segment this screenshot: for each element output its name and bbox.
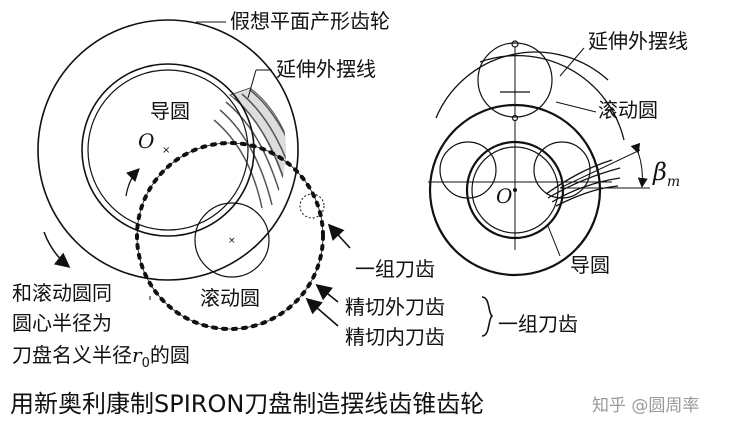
outer-arc	[435, 51, 609, 119]
arrow-inner-blade	[305, 297, 339, 327]
right-epicycloid-hatch	[545, 159, 621, 207]
label-center-o-right: O	[496, 184, 512, 208]
beta-symbol: β	[652, 158, 667, 186]
left-diagram: × ×	[37, 19, 494, 337]
center-dot-right	[513, 188, 517, 192]
rolling-circle	[194, 202, 270, 278]
label-center-o-left: O	[138, 129, 154, 153]
label-guide-circle-right: 导圆	[570, 253, 610, 277]
note-line-3-prefix: 刀盘名义半径	[12, 343, 132, 367]
label-outer-blade: 精切外刀齿	[345, 295, 445, 319]
leader-guide-right	[547, 225, 561, 257]
rolling-circle-center-mark: ×	[228, 236, 236, 246]
beta-arc	[630, 142, 648, 188]
beta-subscript: m	[667, 174, 680, 190]
guide-circle-right-inner	[471, 146, 559, 234]
rolling-circle-left-side	[439, 141, 497, 199]
axis-dot-mid	[511, 114, 519, 122]
label-extended-epicycloid-right: 延伸外摆线	[588, 29, 688, 53]
label-rolling-circle-right: 滚动圆	[598, 98, 658, 122]
rotation-arrow-inner	[125, 168, 140, 197]
label-inner-blade: 精切内刀齿	[345, 325, 445, 349]
axis-dot-top	[511, 40, 519, 48]
label-blade-group: 一组刀齿	[355, 257, 435, 281]
arrow-outer-blade	[315, 284, 339, 303]
label-beta-m: βm	[652, 158, 680, 190]
cutter-nominal-circle-thin	[136, 142, 324, 330]
crown-gear-outer-circle	[37, 19, 299, 281]
label-blade-group-brace: 一组刀齿	[498, 312, 578, 336]
guide-circle-inner	[87, 69, 249, 231]
beta-line-1	[559, 149, 641, 189]
blade-group-marker	[299, 193, 325, 219]
rolling-circle-top	[477, 42, 553, 118]
guide-circle-outer	[81, 63, 255, 237]
right-diagram	[428, 40, 650, 277]
watermark: 知乎 @圆周率	[592, 396, 699, 416]
leader-epicycloid-right	[559, 47, 585, 77]
note-r-subscript: 0	[142, 356, 150, 371]
label-imaginary-crown-gear: 假想平面产形齿轮	[230, 9, 390, 33]
note-line-2: 圆心半径为	[12, 311, 112, 335]
brace	[481, 296, 494, 337]
note-line-3: 刀盘名义半径r0的圆	[12, 343, 190, 371]
arrow-blade-group	[327, 223, 351, 249]
rolling-circle-right-side	[533, 141, 591, 199]
note-r-symbol: r	[132, 343, 143, 367]
figure-caption: 用新奥利康制SPIRON刀盘制造摆线齿锥齿轮	[10, 390, 484, 418]
leader-rolling-right	[555, 101, 597, 113]
large-circle	[428, 103, 602, 277]
leader-epicycloid-b	[247, 69, 257, 99]
note-line-3-suffix: 的圆	[150, 343, 190, 367]
center-o-cross: ×	[162, 145, 170, 156]
label-rolling-circle-left: 滚动圆	[200, 286, 260, 310]
note-line-1: 和滚动圆同	[12, 281, 112, 305]
label-extended-epicycloid-left: 延伸外摆线	[276, 57, 376, 81]
label-guide-circle-left: 导圆	[150, 99, 190, 123]
outer-arc-right	[479, 55, 625, 141]
rotation-arrow-outer	[43, 231, 71, 268]
